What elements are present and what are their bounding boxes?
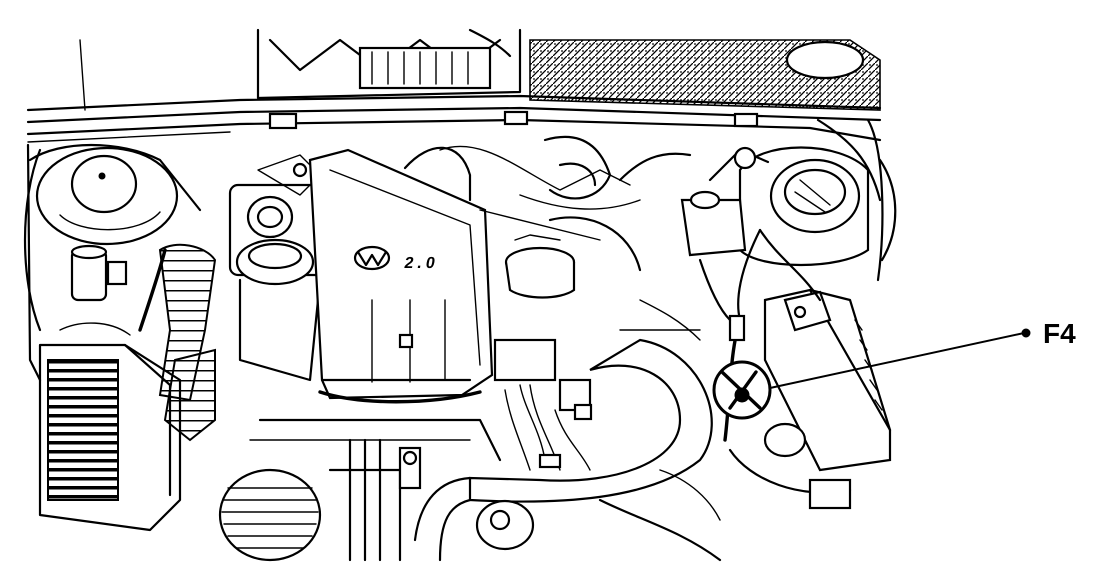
engine-cover: [308, 148, 494, 404]
lower-components: [249, 418, 852, 562]
washer-reservoir: [70, 244, 128, 302]
right-inner-fender: [816, 118, 897, 282]
alternator: [218, 438, 402, 562]
coolant-hose: [413, 338, 713, 562]
callout-label-f4: F4: [1043, 318, 1076, 349]
bulkhead-rail: [26, 94, 882, 143]
cowl-grille: [79, 28, 881, 111]
right-hoses: [619, 228, 822, 341]
engine-cover-badge: 2.0: [403, 254, 440, 272]
air-filter-box: [38, 322, 182, 532]
vw-logo-icon: [353, 245, 391, 271]
coolant-expansion-tank: [738, 146, 870, 267]
oil-filler-cap: [504, 234, 576, 299]
wiring-harness: [403, 145, 692, 241]
f4-component: [712, 360, 772, 420]
brake-fluid-reservoir: [680, 146, 770, 257]
left-strut-tower: [35, 146, 179, 246]
battery: [763, 288, 892, 472]
f4-leader-line: [769, 328, 1031, 389]
intake-runners: [543, 135, 642, 272]
intake-hose: [138, 243, 217, 442]
left-inner-fender: [23, 143, 202, 382]
sensor-cluster: [493, 338, 593, 471]
